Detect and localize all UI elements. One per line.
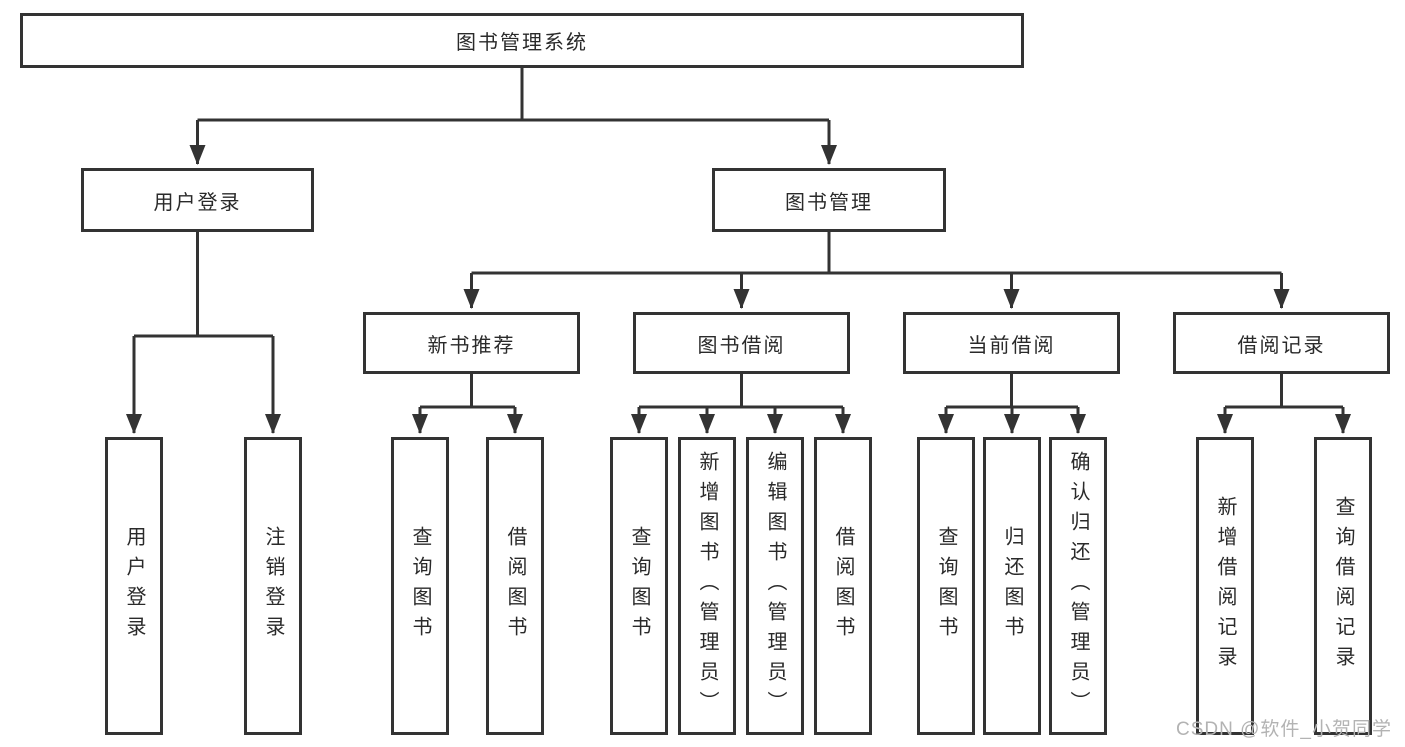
leaf-label: 借阅图书 [832, 526, 854, 646]
node-current-borrow: 当前借阅 [903, 312, 1120, 374]
node-new-book-recommend: 新书推荐 [363, 312, 580, 374]
leaf-label: 编辑图书（管理员） [764, 451, 786, 721]
leaf-add-book-admin: 新增图书（管理员） [678, 437, 736, 735]
leaf-query-books-current: 查询图书 [917, 437, 975, 735]
leaf-edit-book-admin: 编辑图书（管理员） [746, 437, 804, 735]
csdn-watermark: CSDN @软件_小贺同学 [1176, 719, 1392, 740]
leaf-add-borrow-record: 新增借阅记录 [1196, 437, 1254, 735]
leaf-label: 新增图书（管理员） [696, 451, 718, 721]
leaf-label: 查询图书 [935, 526, 957, 646]
leaf-user-login: 用户登录 [105, 437, 163, 735]
node-user-login: 用户登录 [81, 168, 314, 232]
leaf-label: 借阅图书 [504, 526, 526, 646]
leaf-label: 归还图书 [1001, 526, 1023, 646]
leaf-query-books-recommend: 查询图书 [391, 437, 449, 735]
leaf-label: 新增借阅记录 [1214, 496, 1236, 676]
leaf-label: 查询借阅记录 [1332, 496, 1354, 676]
leaf-label: 查询图书 [409, 526, 431, 646]
leaf-label: 注销登录 [262, 526, 284, 646]
leaf-logout: 注销登录 [244, 437, 302, 735]
leaf-return-books: 归还图书 [983, 437, 1041, 735]
leaf-borrow-books: 借阅图书 [814, 437, 872, 735]
leaf-confirm-return-admin: 确认归还（管理员） [1049, 437, 1107, 735]
node-book-borrow: 图书借阅 [633, 312, 850, 374]
node-book-management: 图书管理 [712, 168, 946, 232]
node-borrow-records: 借阅记录 [1173, 312, 1390, 374]
leaf-label: 查询图书 [628, 526, 650, 646]
leaf-label: 确认归还（管理员） [1067, 451, 1089, 721]
leaf-label: 用户登录 [123, 526, 145, 646]
node-root-system: 图书管理系统 [20, 13, 1024, 68]
leaf-borrow-books-recommend: 借阅图书 [486, 437, 544, 735]
leaf-query-borrow-record: 查询借阅记录 [1314, 437, 1372, 735]
leaf-query-books-borrow: 查询图书 [610, 437, 668, 735]
